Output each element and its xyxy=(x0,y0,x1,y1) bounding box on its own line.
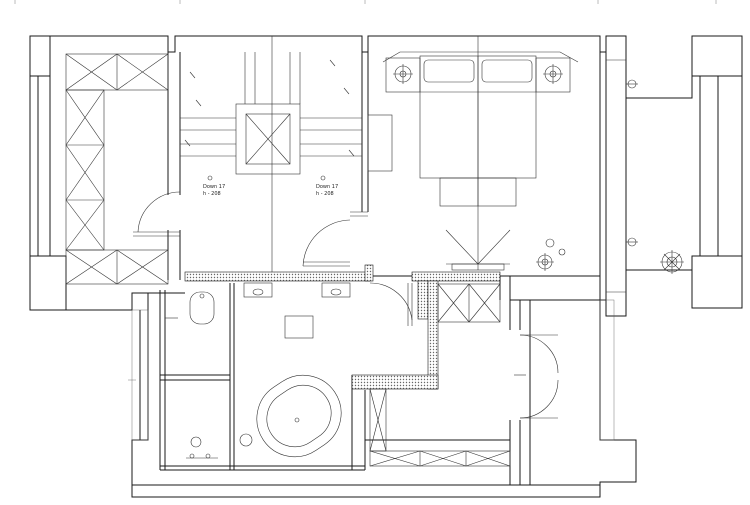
stair-core xyxy=(180,36,368,272)
hatched-walls xyxy=(184,264,501,390)
right-double-door xyxy=(514,334,559,419)
stair-note-line1: Down 17 xyxy=(203,184,225,190)
right-balcony xyxy=(606,59,684,293)
stair-note-right: Down 17 h - 208 xyxy=(316,184,338,197)
stair-note-left: Down 17 h - 208 xyxy=(203,184,225,197)
stair-note-line1: Down 17 xyxy=(316,184,338,190)
left-windows xyxy=(128,299,615,441)
bedroom xyxy=(367,36,579,271)
interior-walls xyxy=(148,52,601,485)
dimension-ticks xyxy=(14,0,717,4)
bathroom-door xyxy=(369,282,413,326)
stair-note-line2: h - 208 xyxy=(316,191,334,197)
center-door xyxy=(302,219,351,267)
left-door xyxy=(133,191,181,237)
bathroom xyxy=(165,282,351,459)
right-closet xyxy=(369,283,511,467)
stair-note-line2: h - 208 xyxy=(203,191,221,197)
left-wardrobe xyxy=(65,53,169,285)
